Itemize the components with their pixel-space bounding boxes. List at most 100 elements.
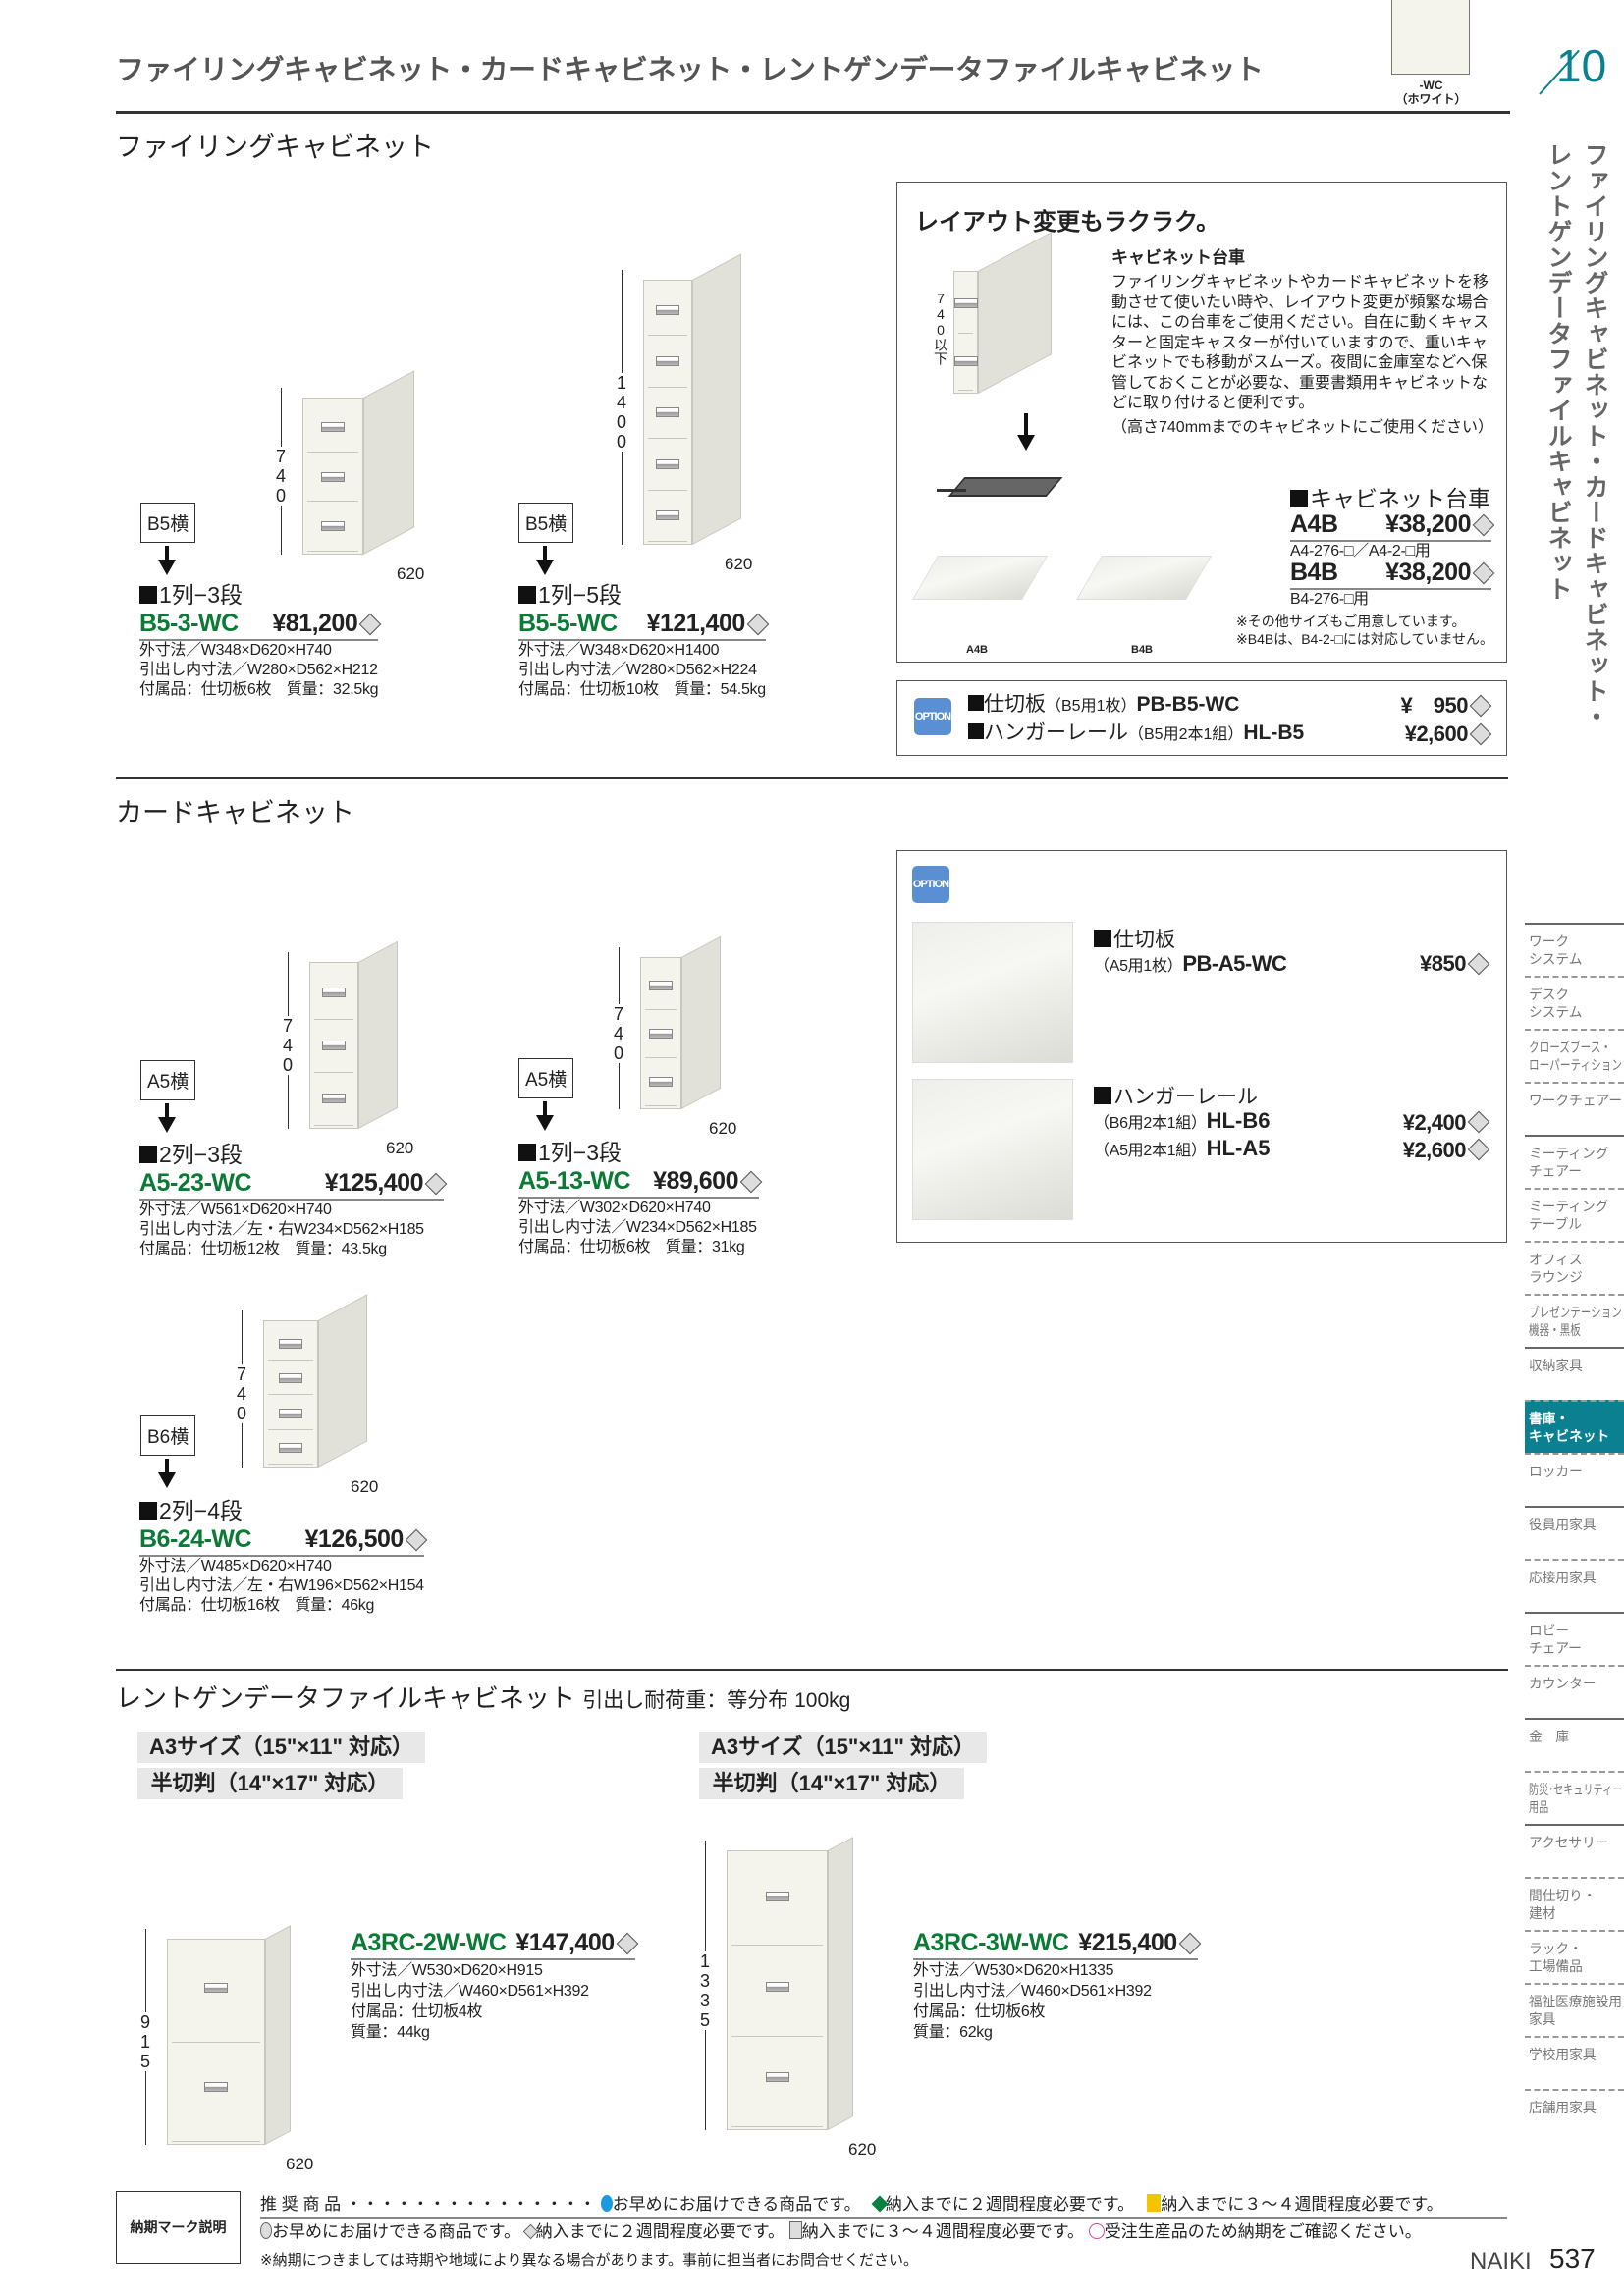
drawer — [314, 967, 353, 1020]
product-spec: 外寸法／W561×D620×H740 — [139, 1201, 332, 1218]
product-spec: 付属品：仕切板6枚 質量：32.5kg — [139, 681, 379, 698]
sidebar-item-label: ロッカー — [1529, 1464, 1583, 1479]
product-spec: 外寸法／W348×D620×H1400 — [518, 642, 720, 659]
sidebar-item[interactable]: 学校用家具 — [1525, 2036, 1624, 2089]
sidebar-item-label: 防災･セキュリティー 用品 — [1529, 1782, 1623, 1815]
sidebar-item[interactable]: 間仕切り・ 建材 — [1525, 1877, 1624, 1930]
sidebar-item[interactable]: 収納家具 — [1525, 1347, 1624, 1400]
sidebar-item[interactable]: ワーク システム — [1525, 923, 1624, 976]
sidebar-item-label: クローズブース・ ローパーティション — [1529, 1040, 1623, 1073]
option-badge: OPTION — [912, 866, 949, 903]
product-spec: 付属品：仕切板4枚 — [351, 2003, 483, 2020]
down-arrow-icon — [158, 1459, 176, 1488]
drawer-handle — [204, 2082, 228, 2092]
product-spec: 付属品：仕切板6枚 — [913, 2003, 1046, 2020]
drawer-handle — [279, 1338, 302, 1349]
order-mark-icon — [1088, 2223, 1105, 2239]
sidebar-item[interactable]: ワークチェアー — [1525, 1082, 1624, 1135]
caster-body: ファイリングキャビネットやカードキャビネットを移動させて使いたい時や、レイアウト… — [1111, 274, 1489, 411]
section-divider — [116, 777, 1508, 779]
caster-item-a4b: A4B¥38,200 A4-276-□／A4-2-□用 — [1290, 510, 1495, 561]
drawer-handle — [953, 355, 978, 366]
blue-oval-mark-icon — [600, 2195, 613, 2212]
drawer-handle — [279, 1408, 302, 1418]
price-value: ¥2,400 — [1402, 1109, 1467, 1135]
caster-item-b4b: B4B¥38,200 B4-276-□用 — [1290, 559, 1495, 610]
caster-note-2: ※B4Bは、B4-2-□には対応していません。 — [1236, 631, 1494, 647]
sidebar-item[interactable]: デスク システム — [1525, 976, 1624, 1029]
price-value: ¥38,200 — [1385, 510, 1471, 538]
cabinet-side — [681, 935, 721, 1109]
drawer-handle — [656, 304, 679, 315]
sidebar-item[interactable]: オフィス ラウンジ — [1525, 1241, 1624, 1294]
caster-compat: A4-276-□／A4-2-□用 — [1290, 543, 1431, 560]
legend-text: 納入までに２週間程度必要です。 — [885, 2195, 1126, 2214]
cabinet-side — [978, 232, 1052, 394]
yellow-rect-mark-icon — [1147, 2194, 1162, 2212]
sidebar-item[interactable]: クローズブース・ ローパーティション — [1525, 1029, 1624, 1082]
height-dimension: 1335 — [695, 1950, 715, 2030]
paper-size-label: A5横 — [518, 1058, 574, 1098]
sidebar-item[interactable]: プレゼンテーション 機器・黒板 — [1525, 1294, 1624, 1347]
height-dimension: 740 — [232, 1364, 251, 1423]
sidebar-item[interactable]: ミーティング テーブル — [1525, 1188, 1624, 1241]
drawer — [307, 402, 358, 453]
diamond-mark-icon — [746, 613, 770, 635]
sidebar-item[interactable]: 書庫・ キャビネット — [1525, 1400, 1624, 1453]
drawer-handle — [279, 1373, 302, 1384]
partition-sub: （A5用1枚） — [1094, 958, 1183, 975]
product-spec: 引出し内寸法／左・右W234×D562×H185 — [139, 1221, 424, 1238]
sidebar-item[interactable]: ミーティング チェアー — [1525, 1135, 1624, 1188]
diamond-mark-icon — [1469, 694, 1492, 717]
sidebar-item-label: 福祉医療施設用 家具 — [1529, 1994, 1622, 2027]
diamond-mark-icon — [1467, 952, 1490, 976]
sidebar-item[interactable]: 防災･セキュリティー 用品 — [1525, 1771, 1624, 1824]
caster-subheading: キャビネット台車 — [1111, 248, 1245, 267]
product-config: 1列−3段 — [139, 576, 378, 610]
rail-row: （B6用2本1組）HL-B6¥2,400 — [1094, 1108, 1490, 1136]
option-row: 仕切板（B5用1枚）PB-B5-WC¥ 950 — [968, 691, 1492, 720]
product-price: ¥125,400 — [325, 1169, 448, 1198]
sidebar-item[interactable]: ラック・ 工場備品 — [1525, 1930, 1624, 1983]
sidebar-item-label: アクセサリー — [1529, 1835, 1609, 1850]
delivery-legend-recommended: 推 奨 商 品 ・・・・・・・・・・・・・・・ お早めにお届けできる商品です。 … — [260, 2194, 1443, 2215]
product-spec: 外寸法／W348×D620×H740 — [139, 642, 332, 659]
cabinet-side — [318, 1294, 367, 1468]
option-code: HL-B5 — [1243, 721, 1305, 744]
product-config: 2列−3段 — [139, 1136, 444, 1169]
sidebar-item[interactable]: カウンター — [1525, 1665, 1624, 1718]
product-code: A5-13-WC — [518, 1167, 631, 1195]
b4b-photo — [1076, 556, 1212, 600]
caster-notes: ※その他サイズもご用意しています。 ※B4Bは、B4-2-□には対応していません… — [1236, 613, 1493, 648]
move-arrow-icon — [937, 489, 966, 492]
down-arrow-icon — [158, 546, 176, 575]
sidebar-item-label: 書庫・ キャビネット — [1529, 1411, 1610, 1444]
sidebar-item[interactable]: 役員用家具 — [1525, 1506, 1624, 1559]
drawer-handle — [322, 1041, 346, 1051]
legend-text: 納入までに３〜４週間程度必要です。 — [801, 2222, 1085, 2241]
option-price: ¥ 950 — [1401, 691, 1492, 720]
sidebar-item-label: ワーク システム — [1529, 934, 1583, 967]
sidebar-item[interactable]: 福祉医療施設用 家具 — [1525, 1983, 1624, 2036]
legend-text: 納入までに２週間程度必要です。 — [535, 2222, 785, 2241]
recommended-label: 推 奨 商 品 ・・・・・・・・・・・・・・・ — [260, 2195, 596, 2214]
caster-price: ¥38,200 — [1385, 510, 1495, 539]
sidebar-item[interactable]: アクセサリー — [1525, 1824, 1624, 1877]
sidebar-item-label: 店舗用家具 — [1529, 2100, 1597, 2115]
sidebar-item[interactable]: ロッカー — [1525, 1453, 1624, 1506]
sidebar-item[interactable]: 店舗用家具 — [1525, 2089, 1624, 2142]
diamond-mark-icon — [1467, 1110, 1490, 1134]
sidebar-item[interactable]: 金 庫 — [1525, 1718, 1624, 1771]
xray-tag-hangiri: 半切判（14"×17" 対応） — [137, 1768, 403, 1799]
sidebar-item[interactable]: ロビー チェアー — [1525, 1612, 1624, 1665]
config-text: 1列−5段 — [538, 582, 623, 608]
drawer — [307, 502, 358, 552]
section-title-card: カードキャビネット — [116, 798, 354, 828]
page-header-title: ファイリングキャビネット・カードキャビネット・レントゲンデータファイルキャビネッ… — [116, 55, 1264, 86]
sidebar-item[interactable]: 応接用家具 — [1525, 1559, 1624, 1612]
